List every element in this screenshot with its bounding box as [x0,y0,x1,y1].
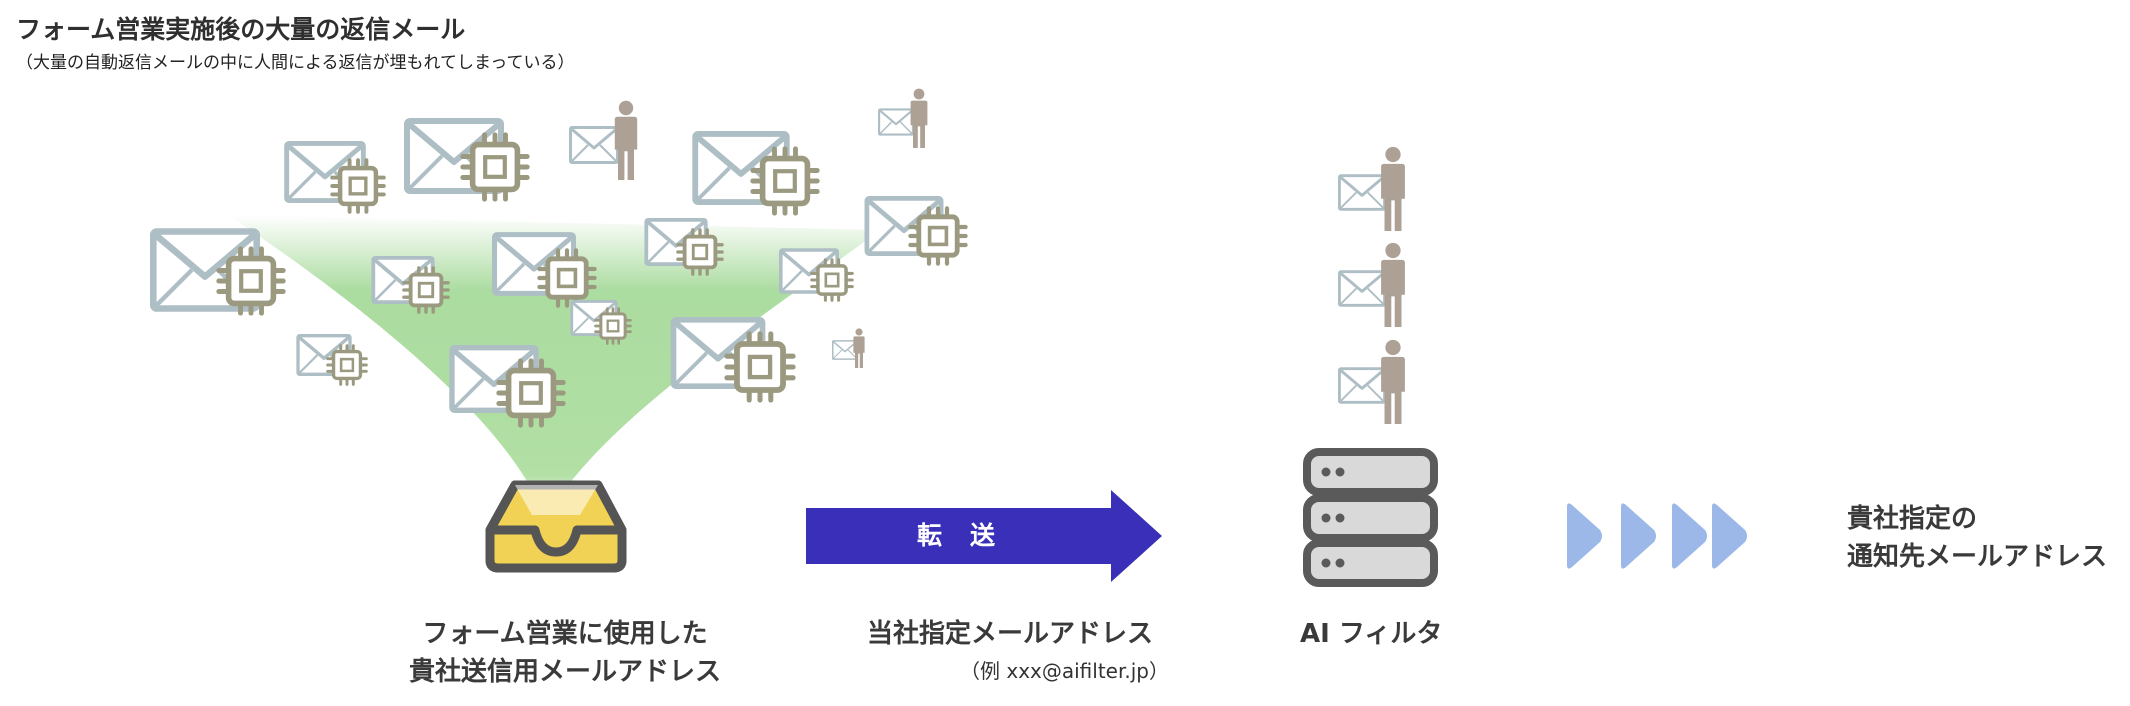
chevron-right-icon [1672,503,1707,569]
chevron-right-icon [1567,503,1602,569]
source-address-label-line2: 貴社送信用メールアドレス [408,657,721,687]
envelope-chip-icon [695,134,817,213]
envelope-person-icon [832,328,865,368]
envelope-chip-icon [407,121,527,199]
page-subtitle: （大量の自動返信メールの中に人間による返信が埋もれてしまっている） [16,53,575,73]
envelope-chip-icon [287,143,384,211]
envelope-person-icon [569,100,638,180]
source-address-label-line1: フォーム営業に使用した [422,619,708,649]
envelope-chip-icon [673,320,793,400]
ai-filter-label: AI フィルタ [1300,619,1443,649]
target-address-example: （例 xxx@aifilter.jp） [960,659,1169,683]
chevron-right-icon [1712,503,1747,569]
destination-address-label: 貴社指定の 通知先メールアドレス [1847,500,2127,576]
transfer-label: 転送 [916,521,1023,550]
destination-address-label-line2: 通知先メールアドレス [1847,542,2108,572]
envelope-person-icon [1338,339,1405,424]
inbox-tray-icon [485,480,627,573]
envelope-chip-icon [867,198,966,263]
source-address-label: フォーム営業に使用した 貴社送信用メールアドレス [395,615,735,691]
page-title: フォーム営業実施後の大量の返信メール [16,15,466,44]
envelope-chip-icon [153,232,283,314]
envelope-person-icon [1338,242,1405,327]
envelope-chip-icon [296,334,368,386]
destination-address-label-line1: 貴社指定の [1847,504,1978,534]
envelope-person-icon [878,88,928,148]
server-icon [1303,448,1438,587]
chevron-right-icon [1621,503,1656,569]
envelope-person-icon [1338,146,1405,231]
target-address-label: 当社指定メールアドレス [866,619,1153,649]
transfer-arrow [806,490,1162,582]
